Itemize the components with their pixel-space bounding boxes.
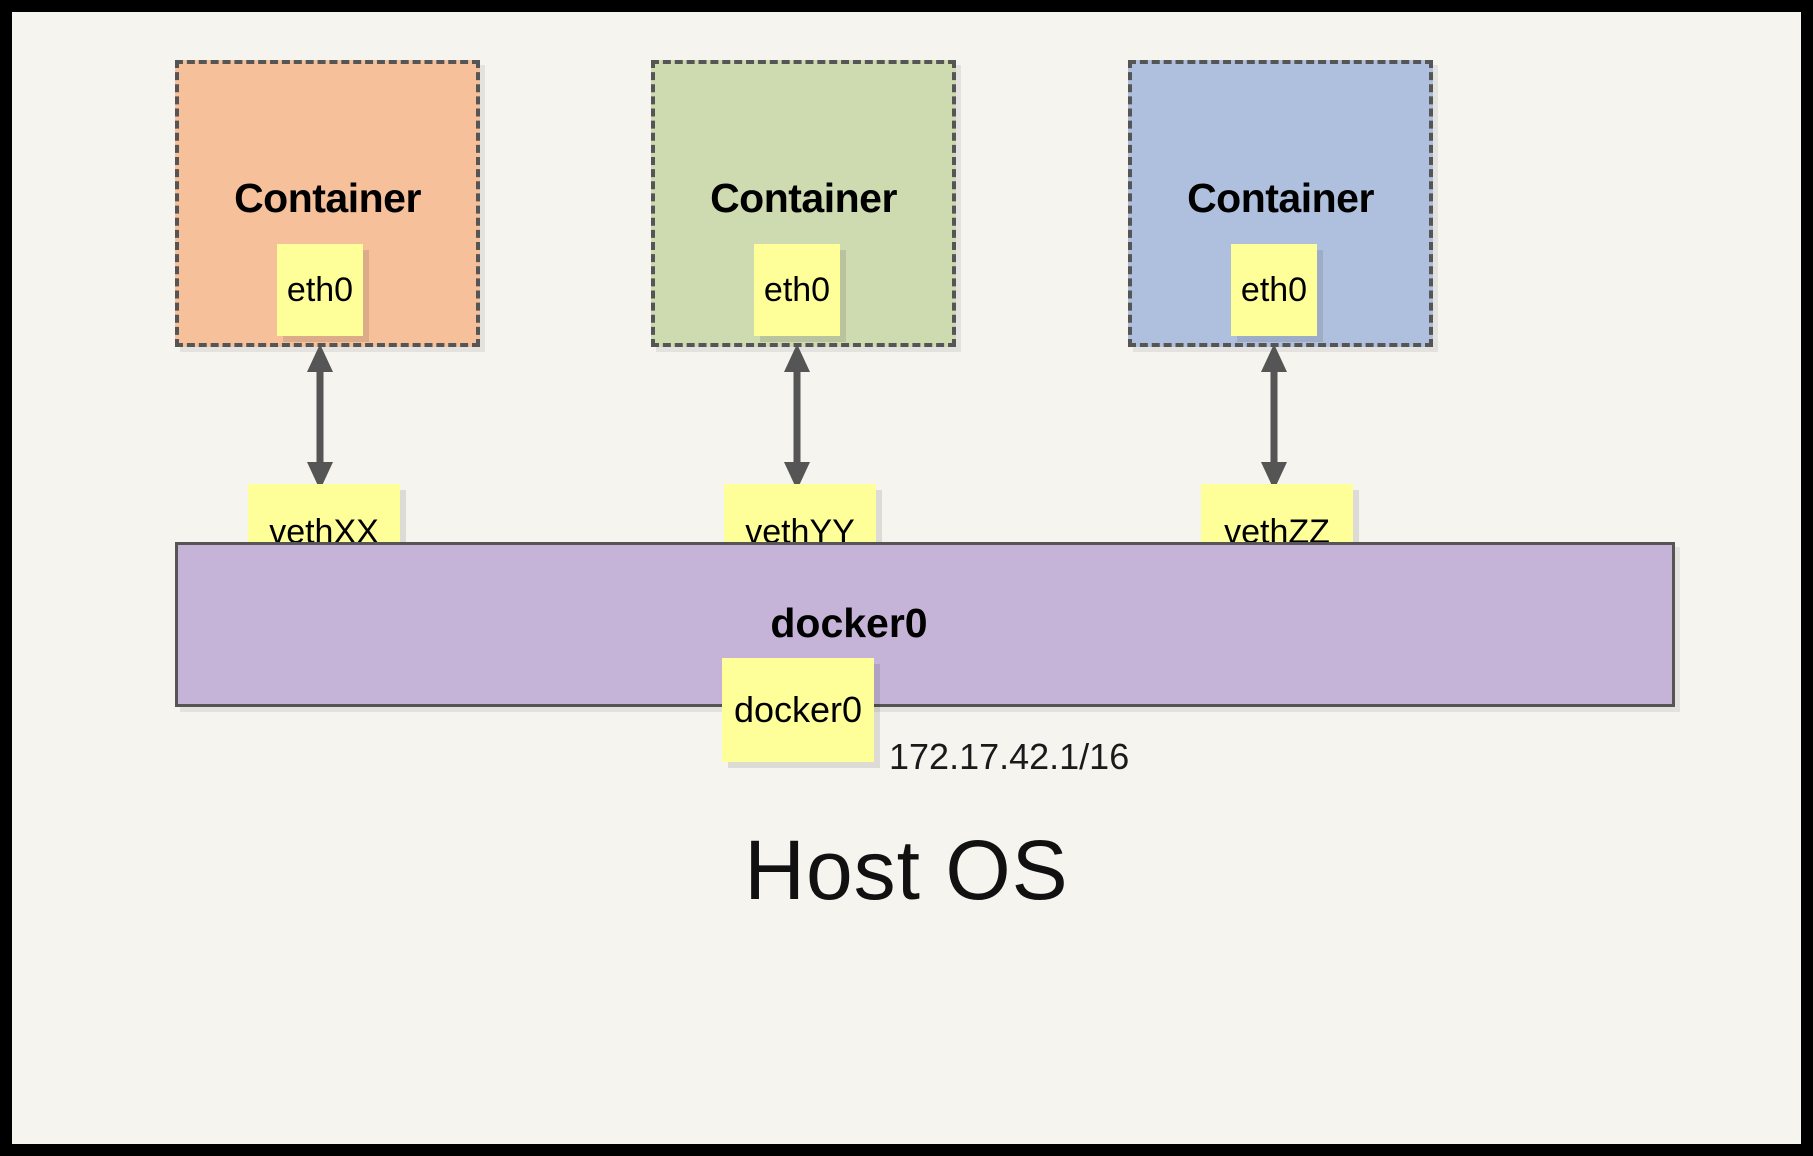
- container-box-2: [651, 60, 956, 347]
- docker0-iface-box: docker0: [722, 658, 874, 762]
- container-title-3: Container: [1187, 175, 1374, 221]
- veth-link-arrow-3: [1261, 344, 1287, 490]
- container-title-1: Container: [234, 175, 421, 221]
- container-eth0-1: eth0: [277, 244, 363, 336]
- host-os-title: Host OS: [744, 823, 1069, 917]
- veth-link-arrow-1: [307, 344, 333, 490]
- container-eth0-3: eth0: [1231, 244, 1317, 336]
- container-eth0-2: eth0: [754, 244, 840, 336]
- veth-link-arrow-2: [784, 344, 810, 490]
- docker0-bridge-bar: [175, 542, 1675, 707]
- diagram-background: Container eth0 vethXX Container eth0 vet…: [12, 12, 1801, 1144]
- container-title-2: Container: [710, 175, 897, 221]
- docker0-bridge-label: docker0: [770, 600, 928, 646]
- docker0-ip-label: 172.17.42.1/16: [889, 736, 1130, 777]
